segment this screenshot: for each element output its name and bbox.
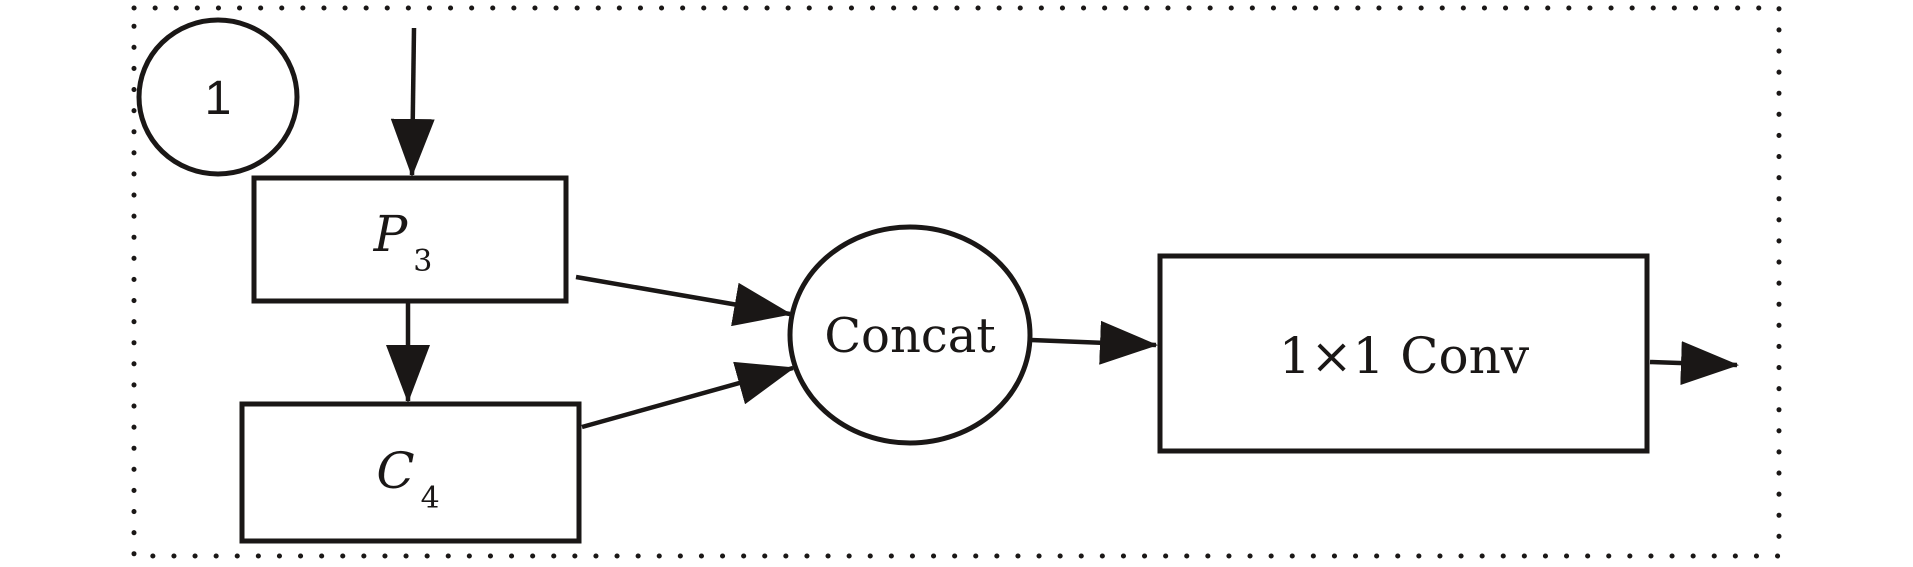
concat-label: Concat [824, 308, 995, 364]
conv-node: 1×1 Conv [1157, 253, 1650, 454]
arrow-c4-to-concat [581, 361, 795, 430]
arrow-p3-to-concat [575, 274, 792, 327]
p3-box [251, 175, 569, 304]
conv-label: 1×1 Conv [1279, 327, 1530, 385]
p3-label-sub: 3 [413, 244, 432, 279]
concat-ellipse [787, 224, 1033, 446]
arrow-concat-to-conv [1030, 320, 1158, 365]
c4-label-main: C [376, 442, 414, 500]
input-arrow [390, 27, 435, 177]
conv-box [1157, 253, 1650, 454]
badge-number: 1 [205, 72, 232, 125]
dotted-frame [131, 5, 1782, 559]
badge-circle [136, 17, 300, 177]
c4-label-sub: 4 [421, 481, 440, 516]
c4-box [239, 401, 582, 544]
module-badge: 1 [136, 17, 300, 177]
concat-node: Concat [787, 224, 1033, 446]
output-arrow [1649, 341, 1739, 386]
p3-label-main: P [373, 205, 409, 263]
